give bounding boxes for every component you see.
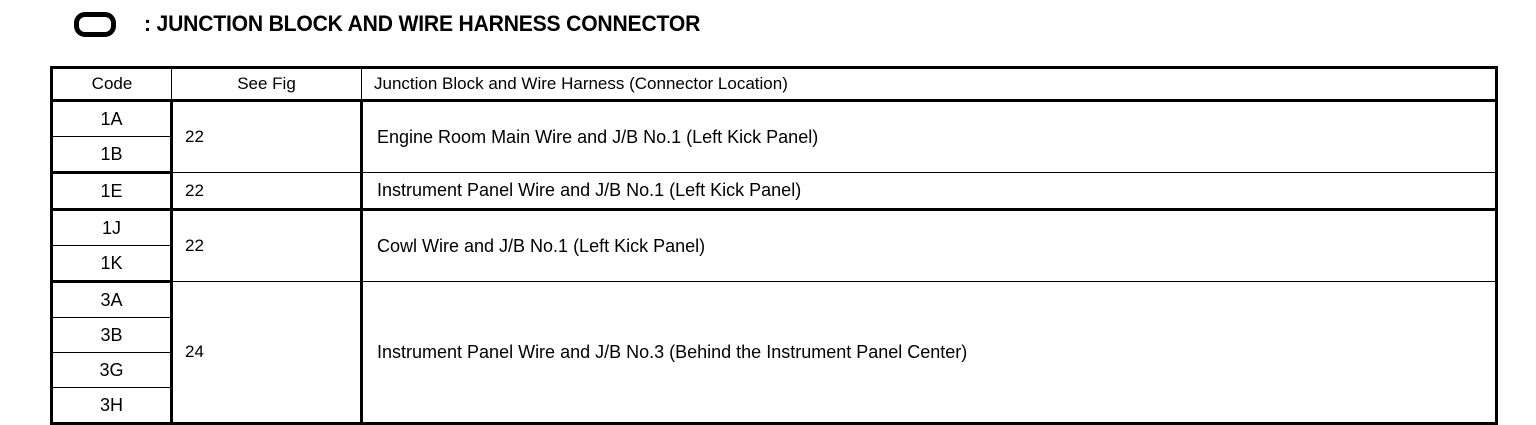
cell-code: 3B [51, 317, 173, 353]
header-see-fig: See Fig [171, 67, 362, 102]
table-row: 3G [51, 352, 1497, 388]
cell-code: 1K [51, 245, 173, 283]
table-header: Code See Fig Junction Block and Wire Har… [51, 67, 1497, 102]
header-code: Code [51, 67, 172, 102]
cell-description: Engine Room Main Wire and J/B No.1 (Left… [361, 100, 1497, 173]
cell-code: 1A [51, 100, 173, 137]
table-row: 1B [51, 136, 1497, 174]
cell-see-fig: 22 [171, 209, 363, 282]
table-row: 1K [51, 245, 1497, 283]
cell-description: Cowl Wire and J/B No.1 (Left Kick Panel) [361, 209, 1497, 282]
header-description: Junction Block and Wire Harness (Connect… [361, 67, 1497, 102]
cell-code: 3A [51, 281, 173, 318]
cell-see-fig: 24 [171, 281, 363, 424]
cell-code: 1B [51, 136, 173, 174]
legend-row: : JUNCTION BLOCK AND WIRE HARNESS CONNEC… [74, 6, 723, 42]
connector-legend-table: Code See Fig Junction Block and Wire Har… [50, 66, 1498, 425]
cell-code: 1J [51, 209, 173, 246]
cell-code: 3H [51, 387, 173, 424]
oval-connector-symbol [74, 11, 116, 37]
cell-code: 1E [51, 172, 173, 211]
cell-code: 3G [51, 352, 173, 388]
cell-description: Instrument Panel Wire and J/B No.1 (Left… [361, 172, 1497, 211]
header-row: Code See Fig Junction Block and Wire Har… [51, 67, 1497, 102]
legend-title: : JUNCTION BLOCK AND WIRE HARNESS CONNEC… [144, 11, 701, 36]
cell-description: Instrument Panel Wire and J/B No.3 (Behi… [361, 281, 1497, 424]
cell-see-fig: 22 [171, 172, 363, 211]
cell-see-fig: 22 [171, 100, 363, 173]
table-row: 3H [51, 387, 1497, 424]
